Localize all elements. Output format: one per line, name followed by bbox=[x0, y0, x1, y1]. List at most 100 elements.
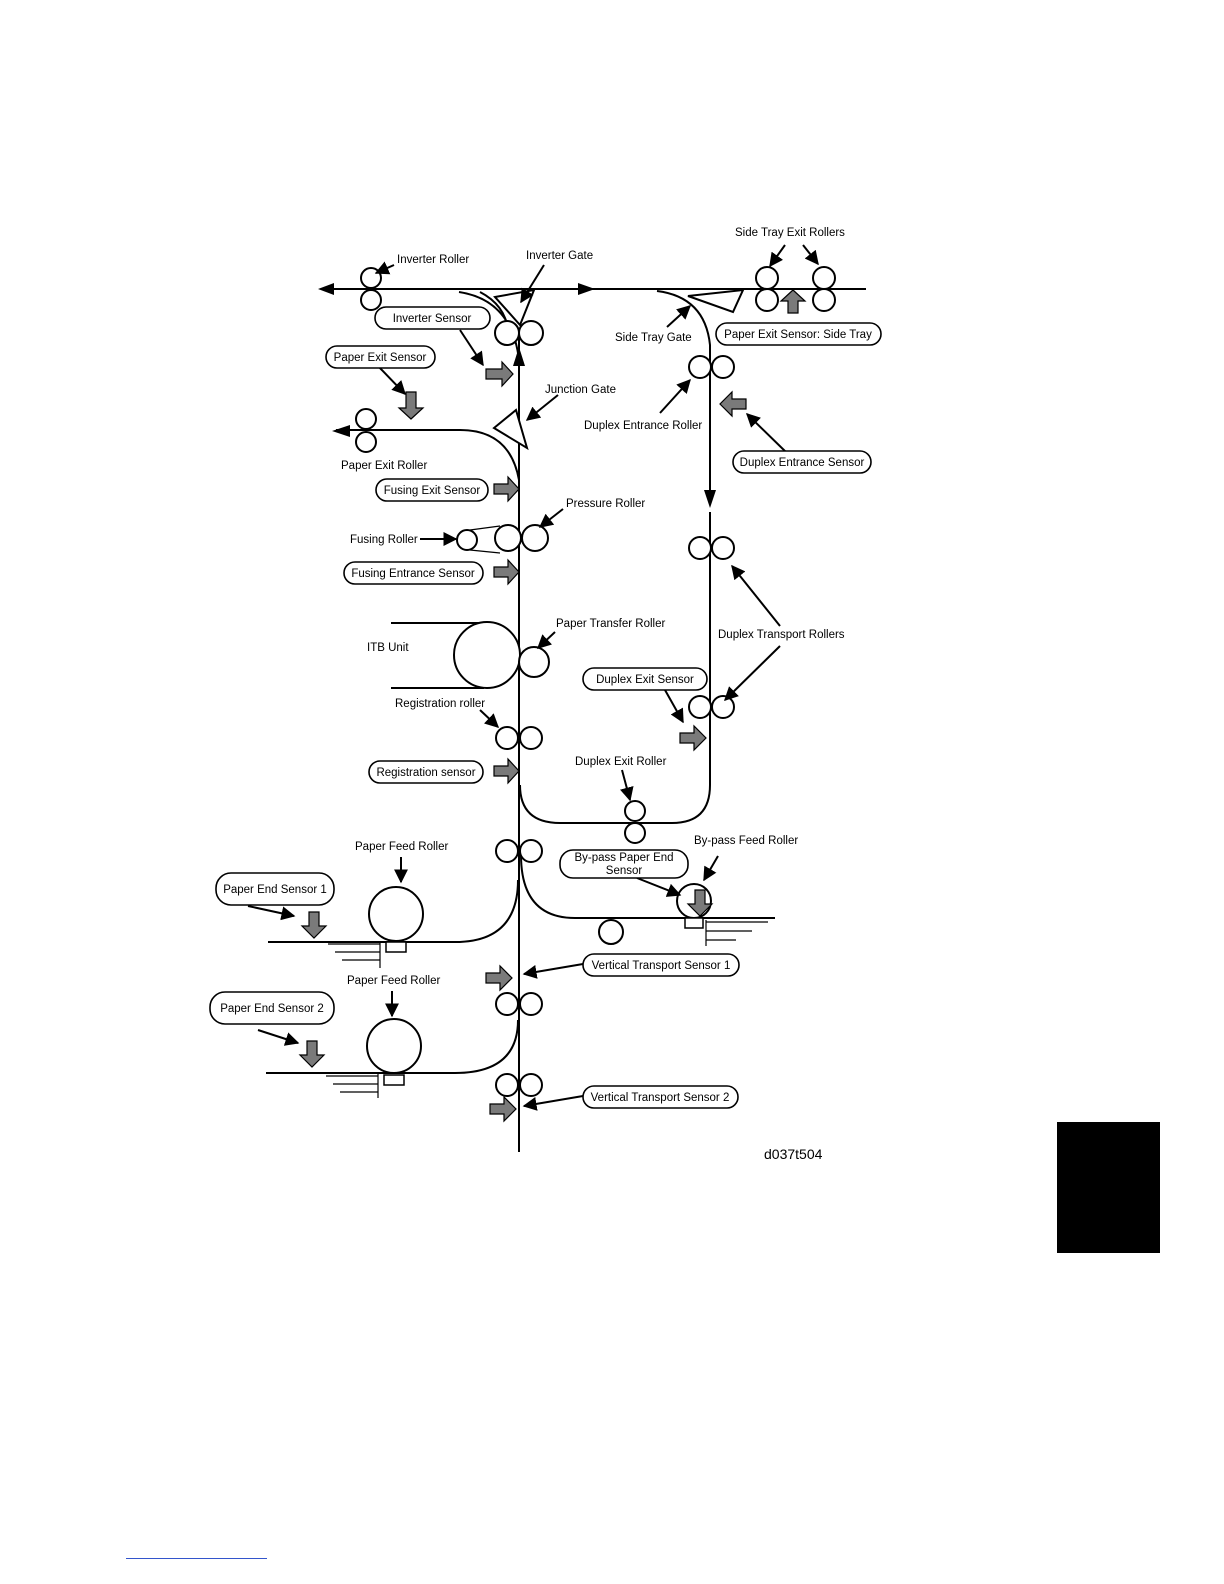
duplex-exit-roller-label: Duplex Exit Roller bbox=[575, 756, 667, 768]
vertical-roller-1a bbox=[495, 839, 519, 863]
paper-feed-roller-1 bbox=[368, 886, 424, 942]
side-tray-exit-roller-1-upper bbox=[755, 266, 779, 290]
itb-drum bbox=[453, 621, 521, 689]
fusing-exit-sensor-icon bbox=[493, 475, 520, 503]
bypass-paper-end-sensor-label-line1: By-pass Paper End bbox=[574, 852, 673, 864]
vertical-roller-3a bbox=[495, 1073, 519, 1097]
tray1-pad bbox=[385, 941, 407, 953]
inverter-roller-upper bbox=[360, 267, 382, 289]
duplex-transport-roller-1b bbox=[711, 536, 735, 560]
vertical-roller-1b bbox=[519, 839, 543, 863]
component-labels: Side Tray Exit Rollers Inverter Roller I… bbox=[341, 227, 845, 1162]
side-tray-gate bbox=[687, 288, 745, 314]
paper-feed-roller-1-label: Paper Feed Roller bbox=[355, 841, 448, 853]
inverter-curve bbox=[458, 291, 520, 361]
footer-rule bbox=[126, 1558, 267, 1559]
tray2-feed-path bbox=[266, 1019, 519, 1074]
pressure-roller-label: Pressure Roller bbox=[566, 498, 645, 510]
side-tray-exit-roller-1-lower bbox=[755, 288, 779, 312]
bypass-feed-roller-label: By-pass Feed Roller bbox=[694, 835, 798, 847]
rollers bbox=[355, 266, 836, 1097]
paper-exit-path bbox=[336, 429, 520, 481]
sensor-arrows bbox=[298, 289, 807, 1123]
paper-transfer-roller bbox=[518, 646, 550, 678]
duplex-exit-sensor-label: Duplex Exit Sensor bbox=[596, 674, 694, 686]
side-tray-exit-rollers-label: Side Tray Exit Rollers bbox=[735, 227, 845, 239]
inverter-gate bbox=[493, 288, 536, 327]
duplex-transport-rollers-label: Duplex Transport Rollers bbox=[718, 629, 845, 641]
registration-roller-right bbox=[519, 726, 543, 750]
fusing-entrance-sensor-icon bbox=[493, 558, 520, 586]
fusing-belt-top bbox=[469, 525, 501, 531]
fusing-exit-sensor-label: Fusing Exit Sensor bbox=[384, 485, 481, 497]
inverter-roller-label: Inverter Roller bbox=[397, 254, 469, 266]
paper-exit-roller-label: Paper Exit Roller bbox=[341, 460, 427, 472]
duplex-entrance-path bbox=[656, 290, 711, 505]
vertical-roller-3b bbox=[519, 1073, 543, 1097]
duplex-transport-roller-2b bbox=[711, 695, 735, 719]
duplex-transport-roller-2a bbox=[688, 695, 712, 719]
inverter-roller-lower bbox=[360, 289, 382, 311]
bypass-paper-end-sensor-icon bbox=[686, 889, 714, 917]
paper-feed-roller-2-label: Paper Feed Roller bbox=[347, 975, 440, 987]
duplex-entrance-roller-label: Duplex Entrance Roller bbox=[584, 420, 702, 432]
duplex-transport-roller-1a bbox=[688, 536, 712, 560]
duplex-entrance-sensor-label: Duplex Entrance Sensor bbox=[740, 457, 865, 469]
fusing-small-roller bbox=[456, 529, 478, 551]
pressure-roller bbox=[521, 524, 549, 552]
bypass-separation-roller bbox=[598, 919, 624, 945]
paper-exit-roller-lower bbox=[355, 431, 377, 453]
paper-exit-sensor-label: Paper Exit Sensor bbox=[334, 352, 427, 364]
side-tray-exit-roller-2-upper bbox=[812, 266, 836, 290]
duplex-entrance-sensor-icon bbox=[719, 390, 747, 418]
section-tab-marker bbox=[1057, 1122, 1160, 1253]
paper-feed-roller-2 bbox=[366, 1018, 422, 1074]
inverter-gate-label: Inverter Gate bbox=[526, 250, 593, 262]
tray2-pad bbox=[383, 1074, 405, 1086]
paper-exit-sensor-icon bbox=[397, 391, 425, 420]
inverter-feed-roller-right bbox=[518, 320, 544, 346]
vertical-roller-2b bbox=[519, 992, 543, 1016]
leader-lines bbox=[247, 244, 819, 1111]
paper-end-sensor-2-label: Paper End Sensor 2 bbox=[220, 1003, 324, 1015]
paper-transfer-roller-label: Paper Transfer Roller bbox=[556, 618, 665, 630]
inverter-sensor-label: Inverter Sensor bbox=[393, 313, 472, 325]
paper-exit-sensor-side-tray-icon bbox=[779, 289, 807, 314]
paper-end-sensor-1-label: Paper End Sensor 1 bbox=[223, 884, 327, 896]
itb-unit-label: ITB Unit bbox=[367, 642, 409, 654]
side-tray-direction-arrow-icon bbox=[578, 283, 595, 295]
inverter-sensor-icon bbox=[485, 360, 514, 388]
bypass-path bbox=[520, 854, 775, 919]
bypass-pad bbox=[684, 917, 704, 929]
registration-roller-left bbox=[495, 726, 519, 750]
tray-stacks bbox=[326, 920, 768, 1098]
paper-exit-roller-upper bbox=[355, 408, 377, 430]
registration-sensor-label: Registration sensor bbox=[376, 767, 475, 779]
registration-sensor-icon bbox=[493, 757, 520, 785]
registration-roller-label: Registration roller bbox=[395, 698, 485, 710]
fusing-roller-label: Fusing Roller bbox=[350, 534, 418, 546]
paper-end-sensor-1-icon bbox=[300, 911, 328, 939]
paper-paths bbox=[266, 283, 866, 1152]
inverter-feed-roller-left bbox=[494, 320, 520, 346]
junction-gate-label: Junction Gate bbox=[545, 384, 616, 396]
vertical-transport-sensor-1-icon bbox=[485, 964, 513, 992]
paper-end-sensor-2-icon bbox=[298, 1040, 326, 1068]
bypass-feed-roller bbox=[676, 883, 712, 919]
paper-exit-arrow-icon bbox=[332, 425, 350, 437]
vertical-transport-sensor-2-label: Vertical Transport Sensor 2 bbox=[591, 1092, 730, 1104]
duplex-entrance-roller-left bbox=[688, 355, 712, 379]
duplex-down-arrow-icon bbox=[704, 490, 716, 508]
vertical-transport-sensor-1-label: Vertical Transport Sensor 1 bbox=[592, 960, 731, 972]
side-tray-exit-roller-2-lower bbox=[812, 288, 836, 312]
junction-gate bbox=[492, 408, 529, 451]
sensor-labels: Inverter Sensor Paper Exit Sensor Paper … bbox=[209, 306, 882, 1109]
side-tray-gate-label: Side Tray Gate bbox=[615, 332, 692, 344]
duplex-exit-roller-upper bbox=[624, 800, 646, 822]
fusing-belt-bottom bbox=[469, 549, 501, 554]
fusing-entrance-sensor-label: Fusing Entrance Sensor bbox=[351, 568, 475, 580]
left-exit-arrow-icon bbox=[318, 283, 334, 295]
figure-id-label: d037t504 bbox=[764, 1146, 823, 1162]
paper-exit-sensor-side-tray-label: Paper Exit Sensor: Side Tray bbox=[724, 329, 872, 341]
